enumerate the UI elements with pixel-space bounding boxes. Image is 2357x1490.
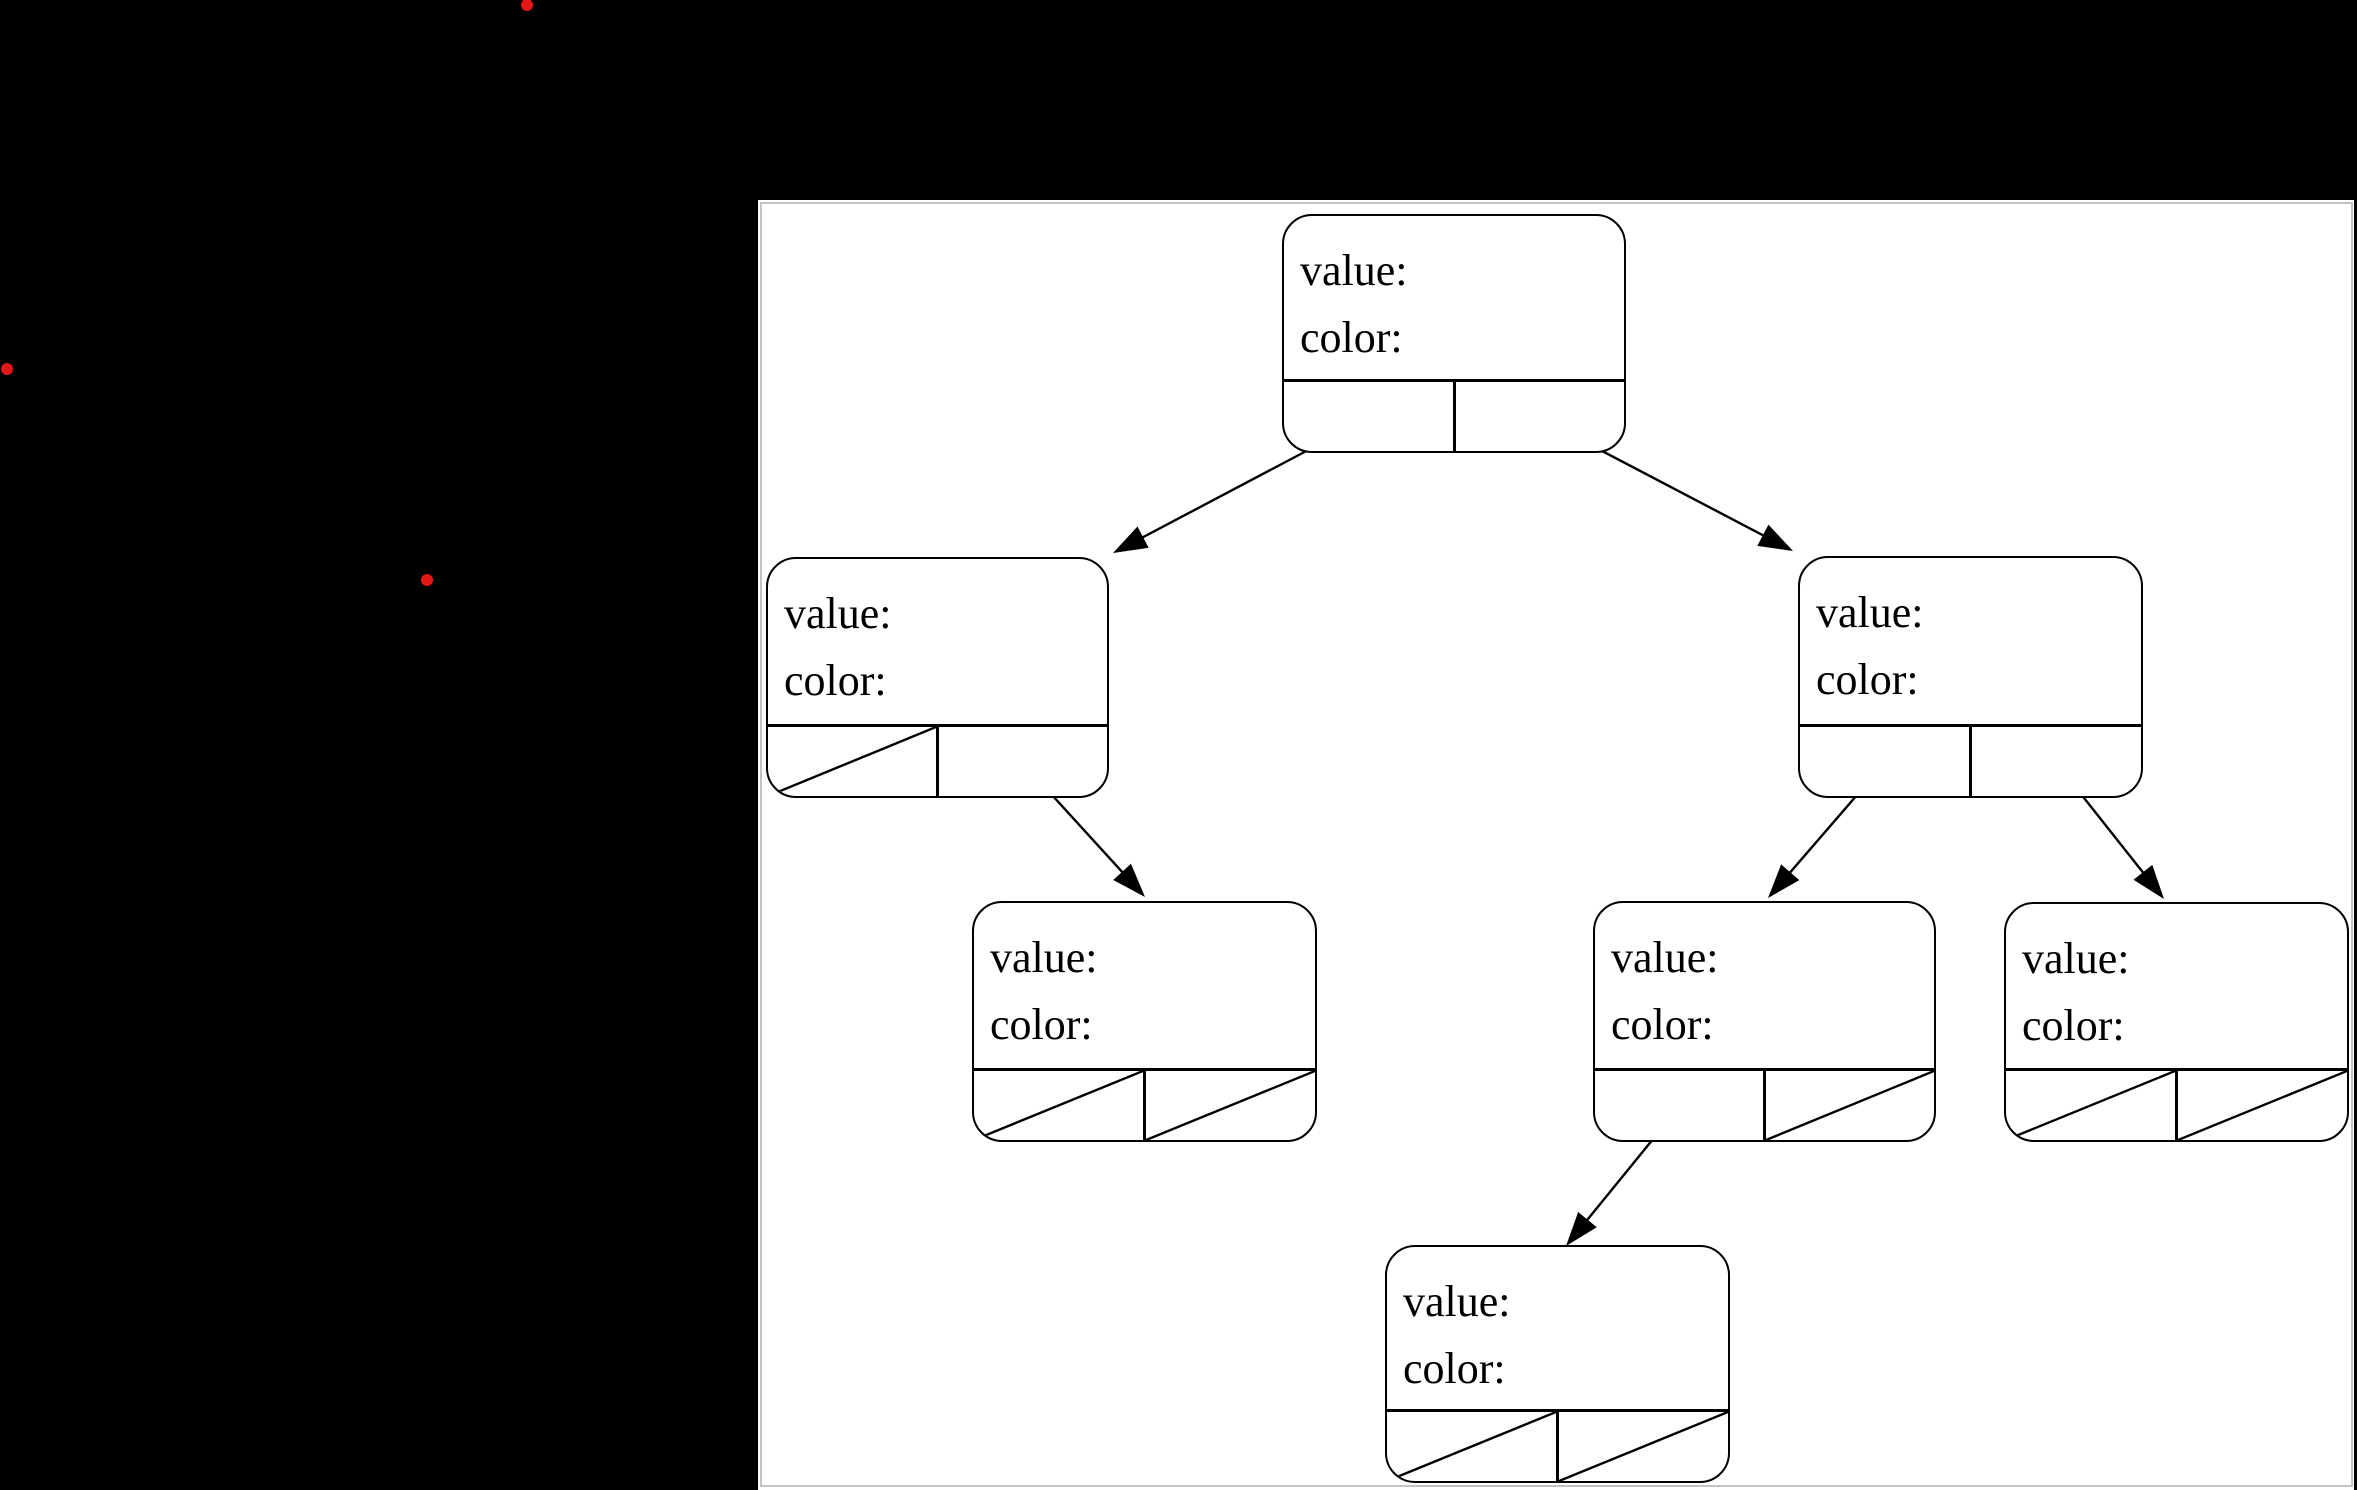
right-pointer-cell	[1969, 727, 2141, 796]
pointer-row	[2006, 1068, 2347, 1140]
field-label: value:	[990, 933, 1098, 982]
field-label: value:	[1611, 933, 1719, 982]
field-label: color:	[2022, 1001, 2125, 1050]
null-slash-icon	[974, 1071, 1143, 1140]
node-fields: value: color:	[2006, 904, 2347, 1068]
pointer-row	[768, 724, 1107, 796]
tree-node-bottom: value: color:	[1385, 1245, 1730, 1483]
left-pointer-cell	[1595, 1071, 1763, 1140]
null-slash-icon	[1559, 1412, 1728, 1481]
left-pointer-cell	[768, 727, 936, 796]
tree-node-left: value: color:	[766, 557, 1109, 798]
tree-node-left-right: value: color:	[972, 901, 1317, 1142]
right-pointer-cell	[1763, 1071, 1934, 1140]
field-label: value:	[2022, 934, 2130, 983]
tree-node-root: value: color:	[1282, 214, 1626, 453]
null-slash-icon	[1766, 1071, 1934, 1140]
pointer-row	[1387, 1409, 1728, 1481]
field-label: color:	[1300, 313, 1403, 362]
right-pointer-cell	[2175, 1071, 2347, 1140]
node-fields: value: color:	[1284, 216, 1624, 379]
field-label: value:	[1300, 246, 1408, 295]
pointer-row	[1595, 1068, 1934, 1140]
page-border	[760, 202, 2353, 1487]
node-fields: value: color:	[1387, 1247, 1728, 1409]
field-label: color:	[784, 656, 887, 705]
pointer-row	[1800, 724, 2141, 796]
field-label: value:	[784, 589, 892, 638]
left-pointer-cell	[1387, 1412, 1556, 1481]
null-slash-icon	[2006, 1071, 2175, 1140]
node-fields: value: color:	[1800, 558, 2141, 724]
right-pointer-cell	[936, 727, 1107, 796]
field-label: color:	[1611, 1000, 1714, 1049]
node-fields: value: color:	[1595, 903, 1934, 1068]
pointer-row	[974, 1068, 1315, 1140]
left-pointer-cell	[1800, 727, 1969, 796]
null-slash-icon	[768, 727, 936, 796]
red-marker-dot	[1, 363, 13, 375]
field-label: color:	[990, 1000, 1093, 1049]
tree-node-right-left: value: color:	[1593, 901, 1936, 1142]
tree-node-right: value: color:	[1798, 556, 2143, 798]
field-label: color:	[1403, 1344, 1506, 1393]
field-label: value:	[1403, 1277, 1511, 1326]
red-marker-dot	[521, 0, 533, 11]
tree-node-right-right: value: color:	[2004, 902, 2349, 1142]
left-pointer-cell	[1284, 382, 1453, 451]
null-slash-icon	[1387, 1412, 1556, 1481]
red-marker-dot	[421, 574, 433, 586]
right-pointer-cell	[1143, 1071, 1315, 1140]
right-pointer-cell	[1556, 1412, 1728, 1481]
field-label: color:	[1816, 655, 1919, 704]
node-fields: value: color:	[768, 559, 1107, 724]
null-slash-icon	[1146, 1071, 1315, 1140]
node-fields: value: color:	[974, 903, 1315, 1068]
pointer-row	[1284, 379, 1624, 451]
right-pointer-cell	[1452, 382, 1625, 451]
left-pointer-cell	[974, 1071, 1143, 1140]
field-label: value:	[1816, 588, 1924, 637]
left-pointer-cell	[2006, 1071, 2175, 1140]
null-slash-icon	[2178, 1071, 2347, 1140]
